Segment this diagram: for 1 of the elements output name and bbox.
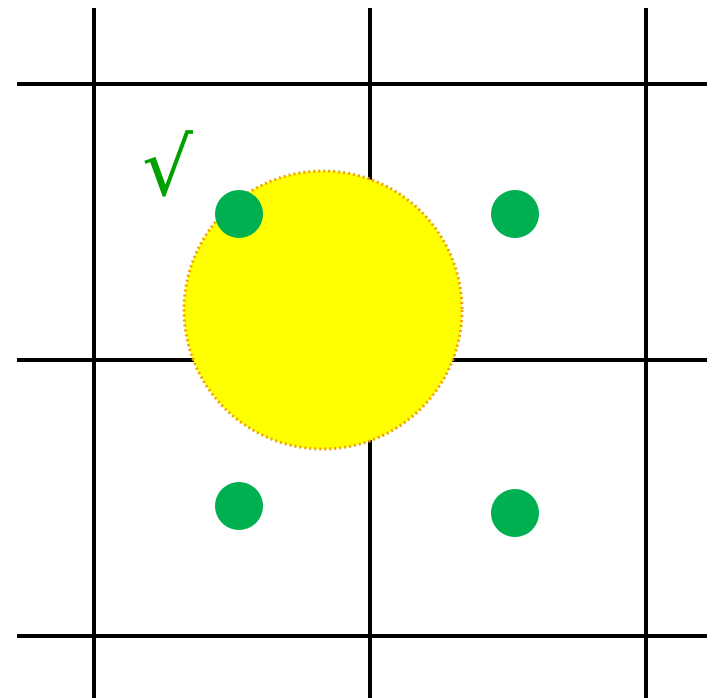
check-mark: √ [142, 128, 193, 208]
